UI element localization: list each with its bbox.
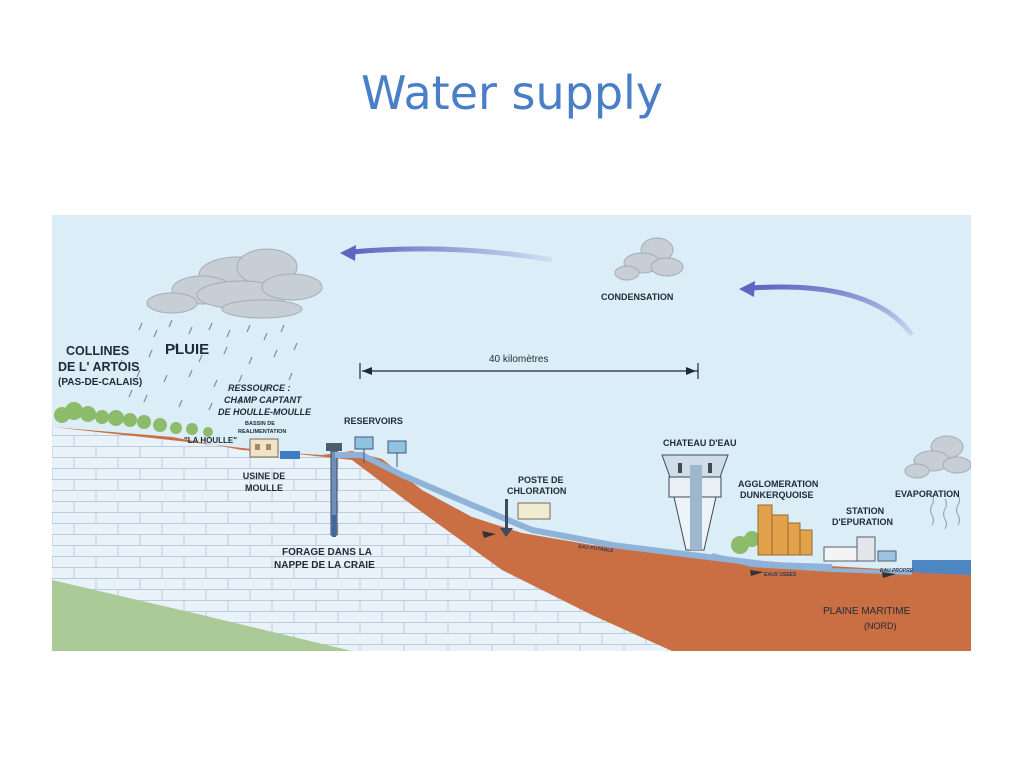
usine-label-2: MOULLE: [245, 483, 283, 493]
station-label-1: STATION: [846, 506, 885, 516]
distance-label: 40 kilomètres: [489, 354, 549, 365]
distance-arrow: [359, 363, 699, 379]
sky-arrow-right-head: [739, 281, 755, 297]
pipe-label-usees: EAUX USEES: [764, 572, 797, 578]
agglo-label-1: AGGLOMERATION: [738, 479, 819, 489]
pluie-label: PLUIE: [165, 341, 210, 358]
chlorination-station: [500, 499, 551, 537]
ressource-label-2: CHAMP CAPTANT: [224, 395, 302, 405]
water-cycle-diagram: COLLINES DE L' ARTOIS (PAS-DE-CALAIS) PL…: [52, 215, 971, 651]
diagram-illustration: [52, 215, 971, 651]
usine-label-1: USINE DE: [242, 471, 286, 481]
condensation-label: CONDENSATION: [601, 292, 674, 302]
reservoir-tanks: [354, 436, 407, 467]
treatment-plant: [823, 536, 897, 562]
reservoirs-label: RESERVOIRS: [344, 416, 403, 426]
water-tower: [661, 454, 729, 551]
sky-arrow-right: [751, 284, 915, 337]
houlle-plant: [249, 438, 300, 459]
plaine-label-1: PLAINE MARITIME: [823, 606, 911, 617]
agglo-label-2: DUNKERQUOISE: [740, 490, 814, 500]
trees-artois: [54, 402, 213, 437]
rain-cloud: [146, 248, 323, 319]
slide-title: Water supply: [360, 66, 664, 120]
plaine-label-2: (NORD): [864, 621, 897, 631]
evaporation-cloud: [904, 435, 971, 479]
forage-label-2: NAPPE DE LA CRAIE: [274, 560, 375, 571]
soil-layer: [52, 427, 971, 651]
condensation-cloud: [614, 237, 684, 281]
city-buildings: [757, 504, 813, 556]
forage-well: [326, 443, 342, 537]
chateau-label: CHATEAU D'EAU: [663, 438, 737, 448]
evaporation-waves: [929, 494, 961, 530]
ressource-label-1: RESSOURCE :: [228, 383, 291, 393]
green-ground: [52, 580, 352, 651]
pipe-flow-arrows: [482, 531, 896, 578]
ressource-label-3: DE HOULLE-MOULLE: [218, 407, 311, 417]
station-label-2: D'EPURATION: [832, 517, 893, 527]
poste-label-1: POSTE DE: [518, 475, 564, 485]
sky-arrow-top-head: [340, 245, 356, 261]
evaporation-label: EVAPORATION: [895, 489, 960, 499]
la-houlle-label: "LA HOULLE": [184, 436, 238, 445]
sky-arrow-top: [351, 246, 553, 263]
forage-label-1: FORAGE DANS LA: [282, 547, 372, 558]
collines-label-3: (PAS-DE-CALAIS): [58, 377, 143, 388]
bassin-label-1: BASSIN DE: [245, 421, 275, 427]
pipe-label-propre: EAU PROPRE: [880, 568, 914, 574]
bassin-label-2: REALIMENTATION: [238, 429, 287, 435]
poste-label-2: CHLORATION: [507, 486, 567, 496]
collines-label-1: COLLINES: [66, 344, 130, 358]
collines-label-2: DE L' ARTOIS: [58, 360, 140, 374]
rain: [118, 319, 298, 411]
wastewater-pipe: [711, 553, 913, 575]
